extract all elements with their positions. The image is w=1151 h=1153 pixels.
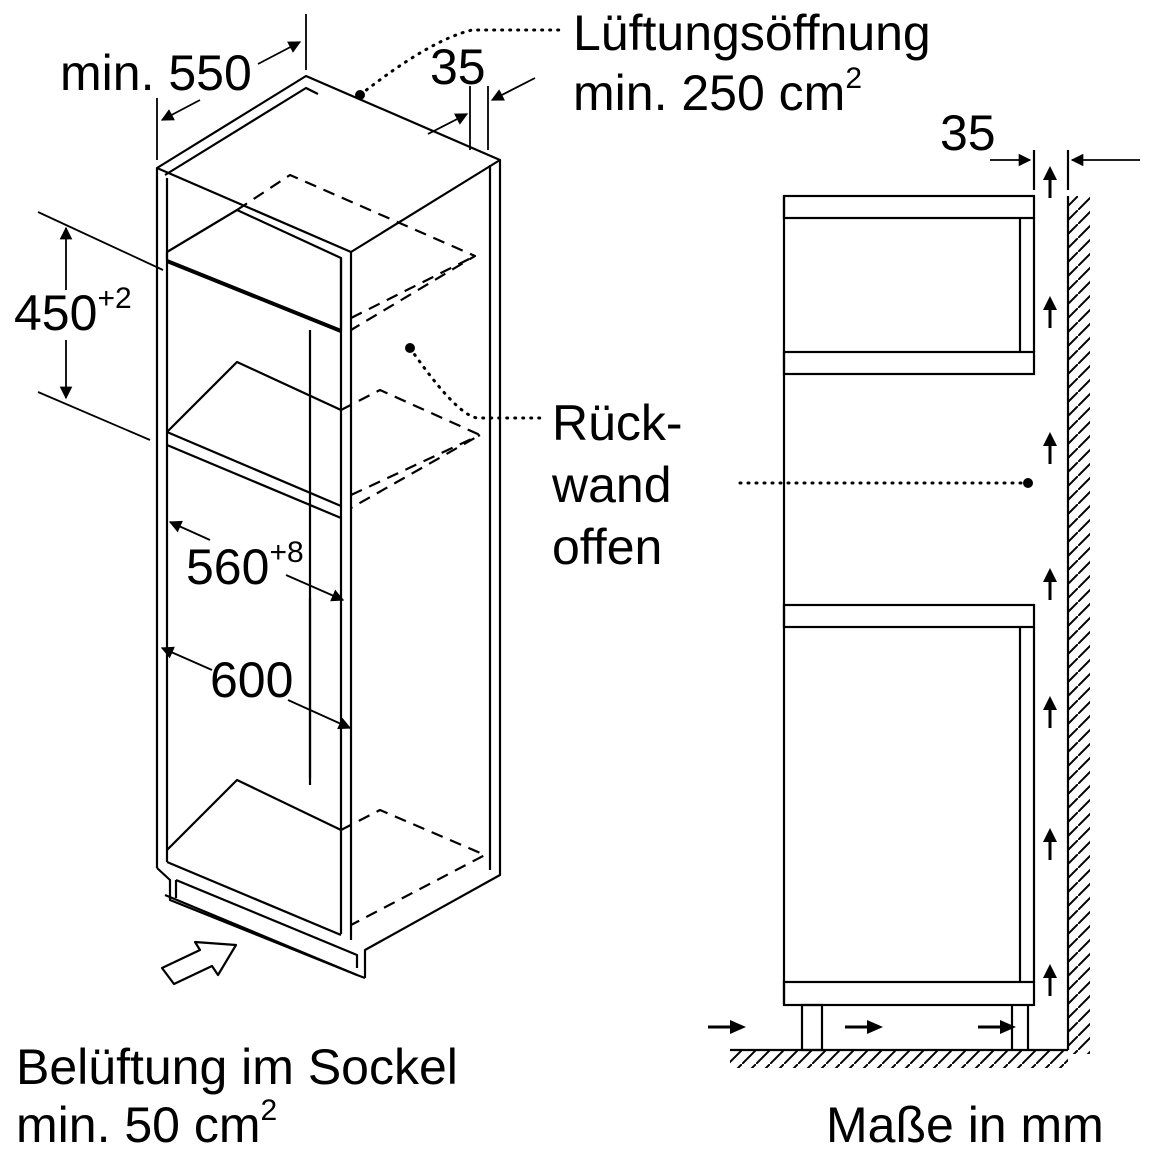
tall-cabinet: [155, 74, 502, 980]
label-width-prefix: min.: [60, 45, 155, 101]
leader-lines: [358, 28, 1030, 485]
label-vent-base-sup: 2: [260, 1094, 278, 1127]
label-niche-height-tol: +2: [97, 282, 132, 315]
dimension-lines: [37, 14, 536, 730]
leader-dot-back: [405, 343, 415, 353]
label-vent-top-sup: 2: [845, 62, 863, 95]
label-units: Maße in mm: [826, 1097, 1104, 1153]
leader-dot-right: [1023, 478, 1033, 488]
label-niche-width-tol: +8: [269, 536, 304, 569]
label-vent-base-value: min. 50 cm: [16, 1097, 261, 1153]
label-niche-height: 450+2: [14, 284, 132, 341]
label-vent-top-value: min. 250 cm: [573, 65, 846, 121]
label-vent-top-line1: Lüftungsöffnung: [573, 5, 931, 61]
label-back-wall-line3: offen: [552, 519, 663, 575]
up-arrow-icon: [1043, 166, 1057, 996]
label-vent-base-line1: Belüftung im Sockel: [16, 1039, 458, 1095]
label-niche-height-value: 450: [14, 285, 98, 341]
label-back-wall-line2: wand: [552, 457, 672, 513]
side-view: [730, 150, 1140, 1068]
label-cabinet-width: 600: [210, 652, 294, 708]
label-side-gap: 35: [940, 105, 996, 161]
label-vent-base-line2: min. 50 cm2: [16, 1096, 277, 1153]
label-niche-width: 560+8: [186, 538, 304, 595]
leader-dot-top: [355, 90, 365, 100]
label-top-gap: 35: [430, 39, 486, 95]
right-arrow-icon: [708, 1020, 1016, 1034]
label-niche-width-value: 560: [186, 539, 270, 595]
label-back-wall-line1: Rück-: [552, 395, 683, 451]
label-width-value: 550: [168, 45, 252, 101]
label-width-min: min. 550: [60, 48, 252, 98]
hollow-arrow-icon: [160, 940, 238, 986]
label-vent-top-line2: min. 250 cm2: [573, 64, 862, 121]
